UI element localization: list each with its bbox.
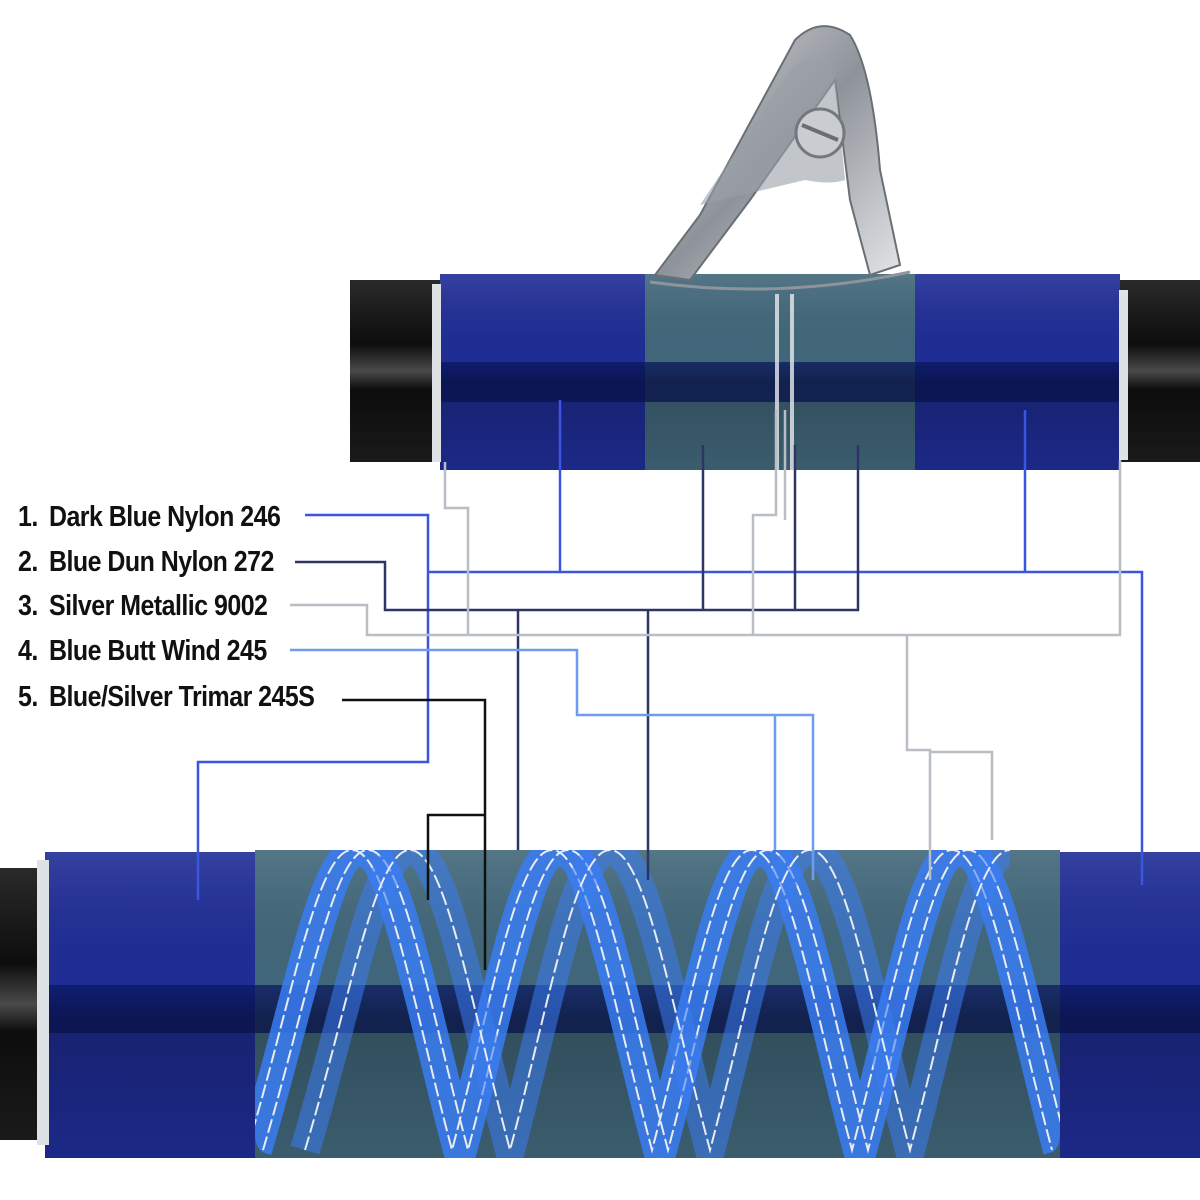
leader-lines [196, 400, 1144, 970]
legend-number: 4. [18, 635, 38, 667]
leader-blue-silver-trimar [342, 698, 487, 970]
top-silver-trim-left [432, 284, 441, 462]
legend-item-1: 1. Dark Blue Nylon 246 [18, 500, 281, 534]
rod-line-guide-icon [649, 25, 911, 291]
legend-item-5: 5. Blue/Silver Trimar 245S [18, 680, 315, 714]
leader-dark-blue-nylon [196, 400, 1144, 900]
top-silver-trim-right [1119, 290, 1128, 460]
bottom-rod-section [0, 850, 1200, 1158]
legend-label: Silver Metallic 9002 [48, 590, 268, 622]
legend-label: Blue Butt Wind 245 [48, 635, 267, 667]
legend-number: 2. [18, 546, 38, 578]
top-silver-trim-mid-2 [790, 294, 794, 470]
leader-silver-metallic [290, 410, 1122, 880]
leader-blue-butt-wind [290, 648, 815, 880]
legend-item-3: 3. Silver Metallic 9002 [18, 589, 268, 623]
legend-label: Blue/Silver Trimar 245S [48, 681, 315, 713]
butt-wind-helix [255, 850, 1060, 1158]
bottom-silver-trim-left [37, 860, 49, 1145]
top-wrap-shading [440, 274, 1120, 470]
legend-number: 3. [18, 590, 38, 622]
top-silver-trim-mid-1 [775, 294, 779, 470]
legend-item-4: 4. Blue Butt Wind 245 [18, 634, 267, 668]
top-rod-section [350, 25, 1200, 470]
legend-label: Dark Blue Nylon 246 [48, 501, 281, 533]
legend-number: 5. [18, 681, 38, 713]
legend-number: 1. [18, 501, 38, 533]
legend-item-2: 2. Blue Dun Nylon 272 [18, 545, 274, 579]
legend-label: Blue Dun Nylon 272 [48, 546, 274, 578]
